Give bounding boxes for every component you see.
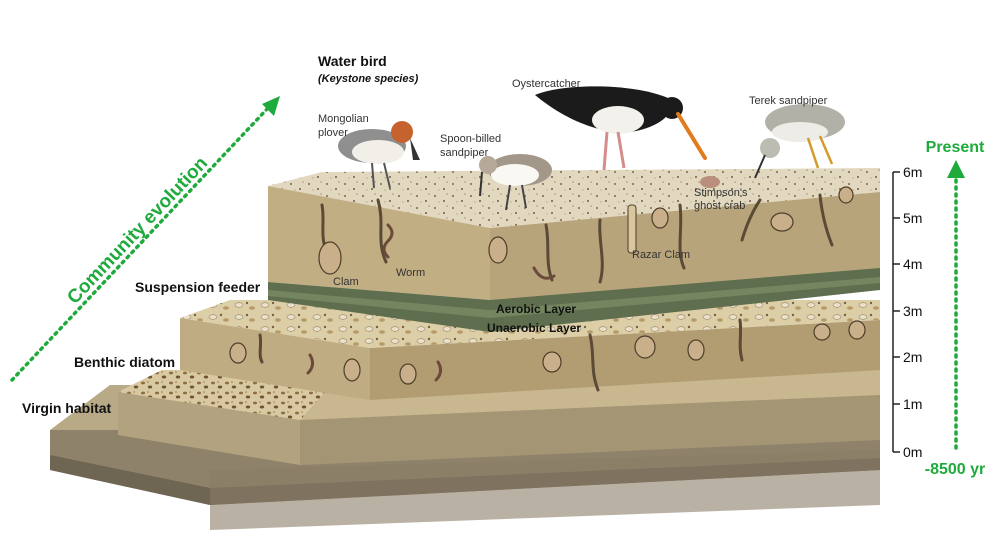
worm-label: Worm xyxy=(396,267,425,279)
depth-tick-2m: 2m xyxy=(903,349,922,365)
oystercatcher-label: Oystercatcher xyxy=(512,78,581,90)
depth-tick-5m: 5m xyxy=(903,210,922,226)
mongolian-plover-illustration xyxy=(338,121,420,189)
anaerobic-layer-label: Unaerobic Layer xyxy=(487,321,581,335)
ghost-crab-label-line1: Stimpson's xyxy=(694,187,748,199)
depth-scale xyxy=(892,171,900,453)
worms xyxy=(306,223,556,382)
water-bird-title: Water bird xyxy=(318,53,387,69)
aerobic-layer-label: Aerobic Layer xyxy=(496,302,576,316)
ghost-crab-illustration xyxy=(700,176,720,188)
spoon-billed-sandpiper-label-line2: sandpiper xyxy=(440,147,489,159)
depth-tick-6m: 6m xyxy=(903,164,922,180)
oystercatcher-illustration xyxy=(535,86,707,171)
terek-sandpiper-illustration xyxy=(754,104,845,179)
mongolian-plover-label-line1: Mongolian xyxy=(318,113,369,125)
depth-tick-0m: 0m xyxy=(903,444,922,460)
stage-label-virgin-habitat: Virgin habitat xyxy=(22,400,112,416)
stage-label-suspension-feeder: Suspension feeder xyxy=(135,279,261,295)
depth-tick-4m: 4m xyxy=(903,256,922,272)
razor-clam xyxy=(627,204,637,254)
timeline-arrow xyxy=(947,160,965,450)
spoon-billed-sandpiper-label-line1: Spoon-billed xyxy=(440,133,501,145)
terek-sandpiper-label: Terek sandpiper xyxy=(749,95,828,107)
step-suspension-feeder xyxy=(268,168,880,332)
depth-tick-3m: 3m xyxy=(903,303,922,319)
timeline-past-label: -8500 yr xyxy=(925,461,986,478)
razor-clam-label: Razar Clam xyxy=(632,249,690,261)
stage-label-benthic-diatom: Benthic diatom xyxy=(74,354,175,370)
keystone-subtitle: (Keystone species) xyxy=(318,73,419,85)
clam-label: Clam xyxy=(333,276,359,288)
clams xyxy=(229,186,866,385)
depth-tick-1m: 1m xyxy=(903,396,922,412)
spoon-billed-sandpiper-illustration xyxy=(479,154,552,211)
community-evolution-arrow xyxy=(10,96,280,382)
ghost-crab-label-line2: ghost crab xyxy=(694,200,745,212)
mongolian-plover-label-line2: plover xyxy=(318,127,348,139)
timeline-present-label: Present xyxy=(926,139,985,156)
